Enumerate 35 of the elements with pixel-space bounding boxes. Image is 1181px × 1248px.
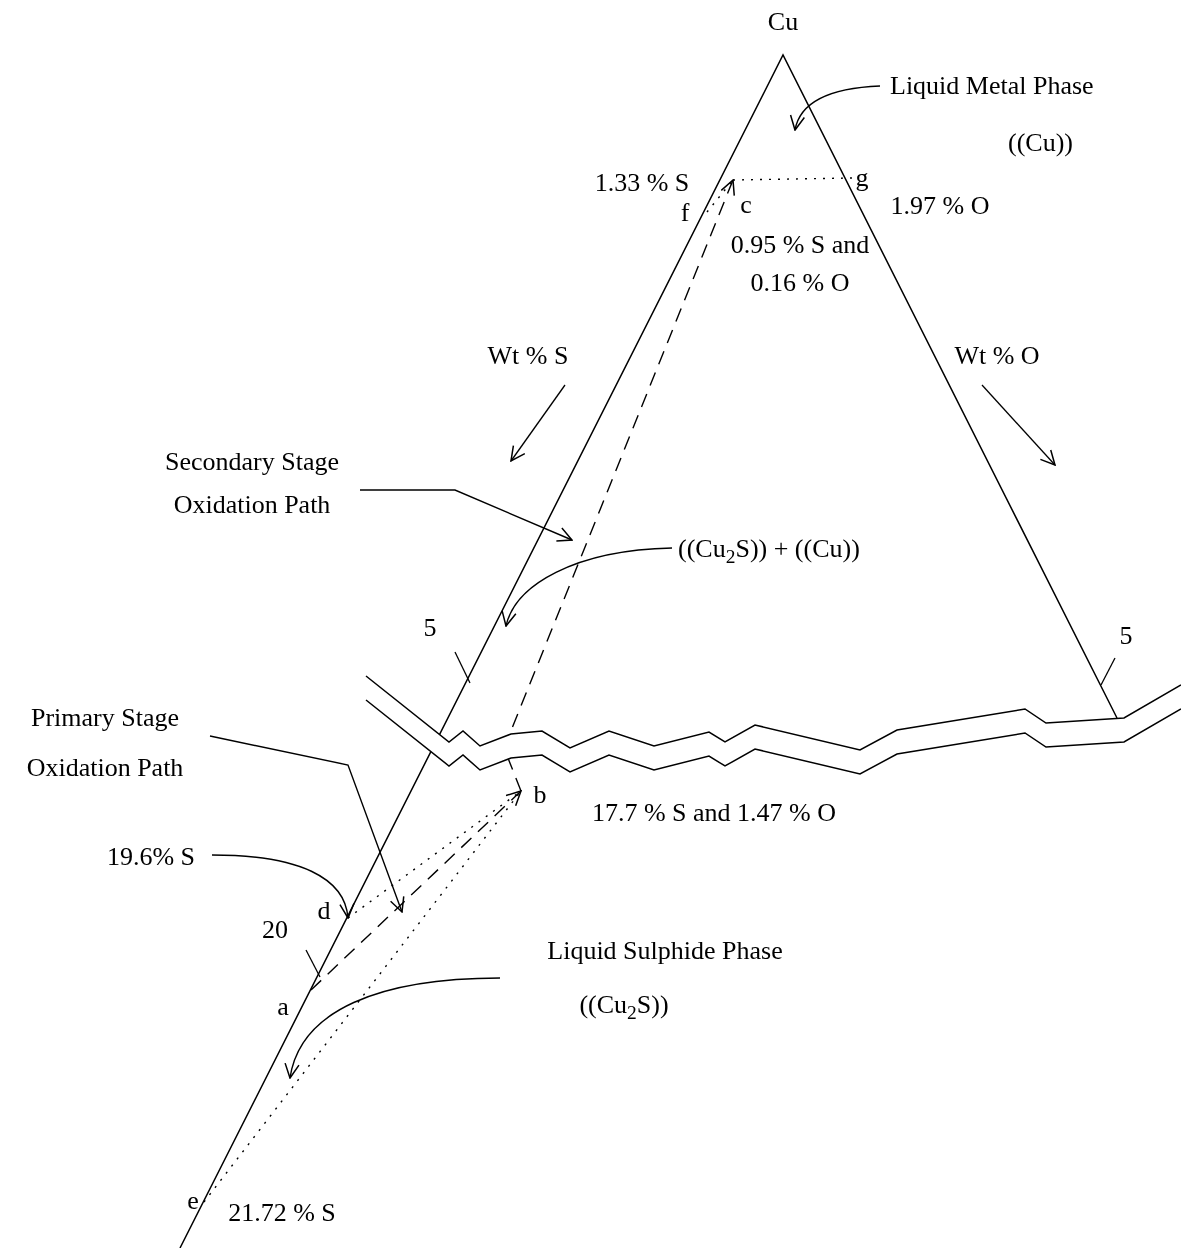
point-label: g — [855, 163, 869, 193]
callout-text: Secondary Stage Oxidation Path — [142, 440, 362, 526]
leader-arrow — [285, 977, 501, 1079]
leader-arrow — [359, 489, 573, 542]
tick-label: 5 — [1119, 621, 1133, 651]
phase-label: ((Cu$_{2}$S)) + ((Cu)) — [678, 534, 860, 564]
composition-label: 1.33 % S — [594, 168, 690, 198]
composition-label: 21.72 % S — [228, 1198, 336, 1228]
point-label: d — [317, 896, 331, 926]
tick-label: 5 — [423, 613, 437, 643]
point-label: e — [187, 1186, 199, 1216]
phase-formula: ((Cu$_{2}$S)) — [579, 990, 669, 1020]
phase-label: Liquid Sulphide Phase — [547, 936, 783, 966]
point-label: f — [680, 198, 690, 228]
point-label: c — [740, 190, 752, 220]
point-label: b — [533, 780, 547, 810]
tie-line — [732, 177, 853, 181]
composition-label: 19.6% S — [106, 842, 195, 872]
leader-arrow — [209, 735, 405, 913]
tick-label: 20 — [262, 915, 288, 945]
oxidation-path — [310, 790, 522, 991]
leader-arrow — [211, 854, 354, 919]
leader-arrow — [502, 547, 673, 627]
axis-label: Wt % S — [487, 341, 569, 371]
phase-formula: ((Cu)) — [1008, 128, 1073, 158]
phase-label: Liquid Metal Phase — [890, 71, 1094, 101]
axis-label: Wt % O — [954, 341, 1040, 371]
composition-label: 17.7 % S and 1.47 % O — [591, 798, 837, 828]
vertex-label: Cu — [767, 7, 799, 37]
composition-label: 1.97 % O — [890, 191, 990, 221]
tie-line — [706, 179, 734, 213]
callout-text: Primary Stage Oxidation Path — [5, 693, 205, 793]
leader-arrow — [791, 85, 881, 131]
point-label: a — [277, 992, 289, 1022]
composition-label: 0.95 % S and 0.16 % O — [730, 229, 870, 299]
